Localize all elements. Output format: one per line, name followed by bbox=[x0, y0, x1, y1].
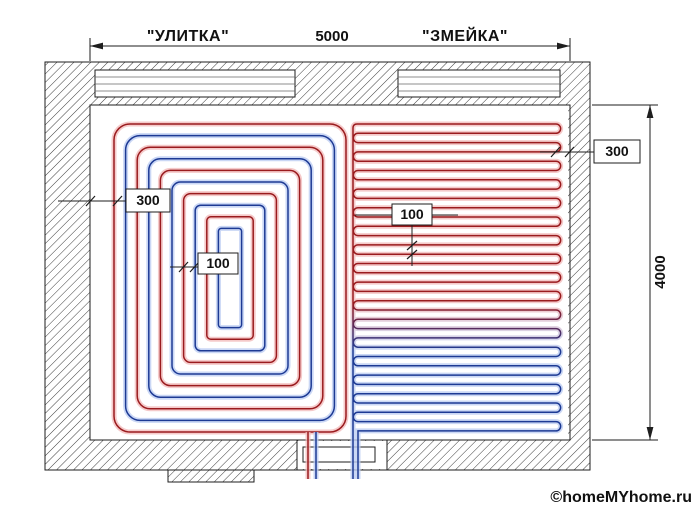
dim-arrow bbox=[557, 42, 570, 50]
callout-spacing-serpentine: 100 bbox=[400, 206, 424, 222]
label-serpentine: "ЗМЕЙКА" bbox=[422, 26, 508, 45]
callout-spacing-spiral: 100 bbox=[206, 255, 230, 271]
spiral-ring bbox=[194, 204, 266, 352]
manifold-box bbox=[302, 446, 376, 463]
spiral-ring bbox=[113, 123, 347, 433]
spiral-ring bbox=[159, 169, 301, 387]
spiral-ring bbox=[136, 146, 324, 410]
dim-tick bbox=[178, 261, 189, 273]
dim-width-value: 5000 bbox=[315, 28, 348, 45]
wall-opening bbox=[297, 441, 387, 469]
dim-tick bbox=[406, 240, 418, 251]
spiral-ring-halo bbox=[123, 133, 337, 423]
dim-tick bbox=[564, 146, 575, 158]
dim-height-value: 4000 bbox=[652, 255, 669, 288]
inner-wall-outline bbox=[89, 104, 571, 441]
dim-arrow bbox=[646, 105, 654, 118]
dim-tick bbox=[406, 249, 418, 260]
callout-offset-left: 300 bbox=[136, 192, 160, 208]
wall-left bbox=[45, 62, 90, 470]
spiral-ring bbox=[182, 192, 278, 364]
callout-box-spacing-spiral bbox=[197, 252, 239, 275]
spiral-ring bbox=[171, 181, 289, 375]
callout-offset-right: 300 bbox=[605, 143, 629, 159]
dim-tick bbox=[550, 146, 561, 158]
spiral-ring-halo bbox=[215, 225, 245, 331]
spiral-ring bbox=[124, 134, 336, 422]
spiral-ring-halo bbox=[134, 144, 326, 412]
window-left bbox=[94, 69, 296, 98]
window-right bbox=[397, 69, 561, 98]
spiral-ring-halo bbox=[204, 214, 256, 342]
serpentine-pipe bbox=[352, 123, 562, 479]
spiral-ring-halo bbox=[169, 179, 291, 377]
dimension-annotations bbox=[58, 38, 658, 441]
dim-arrow bbox=[90, 42, 103, 50]
callout-box-offset-left bbox=[125, 188, 171, 213]
dim-arrow bbox=[646, 427, 654, 440]
spiral-ring bbox=[217, 227, 243, 329]
serpentine-pipe-halo bbox=[350, 121, 564, 479]
threshold-block bbox=[167, 469, 255, 483]
pipes-layer bbox=[111, 121, 564, 479]
dim-tick bbox=[85, 195, 96, 207]
spiral-ring bbox=[148, 158, 312, 398]
dim-tick bbox=[112, 195, 123, 207]
wall-right bbox=[568, 62, 590, 470]
spiral-ring bbox=[206, 216, 254, 340]
callout-box-offset-right bbox=[593, 139, 641, 164]
label-spiral: "УЛИТКА" bbox=[147, 28, 229, 45]
watermark: ©homeMYhome.ru bbox=[550, 489, 692, 506]
